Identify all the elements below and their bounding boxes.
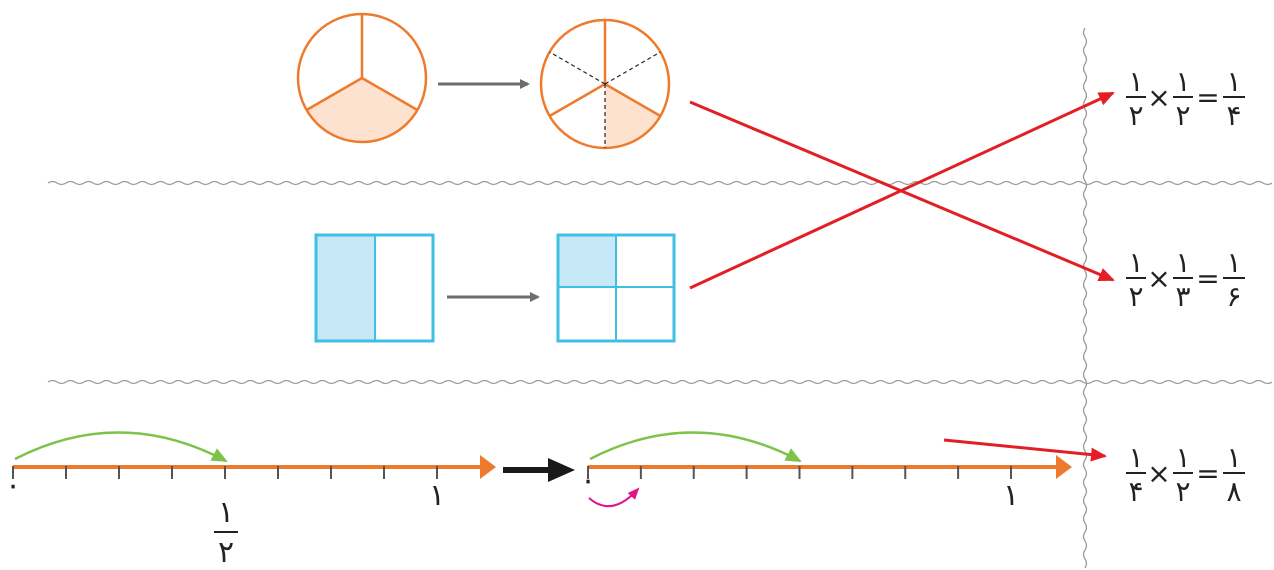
circle-thirds-divider	[361, 76, 419, 112]
jump-arc-half	[14, 431, 228, 463]
circle-sixths-divider	[604, 82, 662, 118]
equation-1-result-denominator: ۴	[1226, 99, 1241, 132]
equation-2-b-numerator: ۱	[1175, 246, 1190, 279]
rectangle-halves	[314, 233, 435, 343]
wavy-separator-vertical	[1082, 27, 1088, 569]
match-arrow-rectangle-to-equation-1	[689, 91, 1115, 290]
number-line-first-zero-label: ۰	[5, 468, 21, 503]
circle-thirds-divider	[305, 76, 363, 112]
circle-thirds	[296, 12, 428, 144]
rectangle-model	[314, 233, 676, 343]
wavy-separator-top	[47, 180, 1273, 186]
equation-1-a-denominator: ۲	[1128, 99, 1143, 132]
circle-thirds-shaded-sector	[306, 78, 418, 142]
number-line-first-half-label: ۱ ۲	[214, 495, 238, 570]
equation-3: ۱ ۴ × ۱ ۲ = ۱ ۸	[1126, 441, 1245, 508]
number-line-model: ۰ ۱ ۱ ۲ ۰ ۱	[5, 431, 1072, 570]
equation-2-a-denominator: ۲	[1128, 280, 1143, 313]
equation-1-b-denominator: ۲	[1175, 99, 1190, 132]
wavy-separators	[47, 27, 1273, 569]
equation-3-result-numerator: ۱	[1226, 441, 1241, 474]
number-line-first-arrowhead	[480, 455, 496, 479]
half-label-denominator: ۲	[218, 535, 234, 570]
number-line-second-zero-label: ۰	[580, 463, 596, 498]
equation-3-b-numerator: ۱	[1175, 441, 1190, 474]
circle-sixths-dashed-divider	[604, 51, 661, 85]
equation-2-result-numerator: ۱	[1226, 246, 1241, 279]
matching-arrows	[689, 91, 1115, 462]
equation-3-result-denominator: ۸	[1226, 475, 1241, 508]
equation-2: ۱ ۲ × ۱ ۳ = ۱ ۶	[1126, 246, 1245, 313]
circle-model	[296, 12, 671, 150]
half-label-numerator: ۱	[218, 495, 234, 530]
equation-1-result-numerator: ۱	[1226, 65, 1241, 98]
rectangle-quarters	[556, 233, 676, 343]
rectangle-halves-shaded	[316, 235, 375, 341]
equation-3-a-denominator: ۴	[1128, 475, 1143, 508]
wavy-separator-bottom	[47, 379, 1273, 385]
equation-1-a-numerator: ۱	[1128, 65, 1143, 98]
equation-1-equals-sign: =	[1196, 81, 1219, 114]
number-line-second-one-label: ۱	[1003, 478, 1019, 513]
circle-sixths	[539, 18, 671, 150]
equation-2-times-sign: ×	[1147, 262, 1170, 295]
equation-2-a-numerator: ۱	[1128, 246, 1143, 279]
match-arrow-number-line-to-equation-3	[943, 438, 1107, 462]
jump-arc-quarter-of-half	[588, 487, 640, 508]
number-line-first-one-label: ۱	[429, 478, 445, 513]
equation-3-a-numerator: ۱	[1128, 441, 1143, 474]
transform-arrow-number-line-head	[548, 458, 575, 482]
number-line-second-arrowhead	[1056, 455, 1072, 479]
equation-1-times-sign: ×	[1147, 81, 1170, 114]
equation-2-b-denominator: ۳	[1175, 280, 1190, 313]
number-line-second: ۰ ۱	[580, 431, 1072, 513]
equation-1-b-numerator: ۱	[1175, 65, 1190, 98]
transform-arrow-number-line	[503, 458, 575, 482]
circle-sixths-shaded-sector	[605, 84, 661, 148]
circle-sixths-dashed-divider	[549, 51, 606, 85]
jump-arc-half-second	[589, 431, 802, 463]
equation-3-times-sign: ×	[1147, 457, 1170, 490]
number-line-second-ticks	[587, 466, 1012, 479]
equation-2-result-denominator: ۶	[1226, 280, 1241, 313]
number-line-first-ticks	[12, 466, 438, 479]
rectangle-quarters-shaded	[558, 235, 616, 287]
equation-3-b-denominator: ۲	[1175, 475, 1190, 508]
circle-sixths-divider	[548, 82, 606, 118]
number-line-first: ۰ ۱ ۱ ۲	[5, 431, 496, 570]
equation-2-equals-sign: =	[1196, 262, 1219, 295]
equation-1: ۱ ۲ × ۱ ۲ = ۱ ۴	[1126, 65, 1245, 132]
equation-3-equals-sign: =	[1196, 457, 1219, 490]
